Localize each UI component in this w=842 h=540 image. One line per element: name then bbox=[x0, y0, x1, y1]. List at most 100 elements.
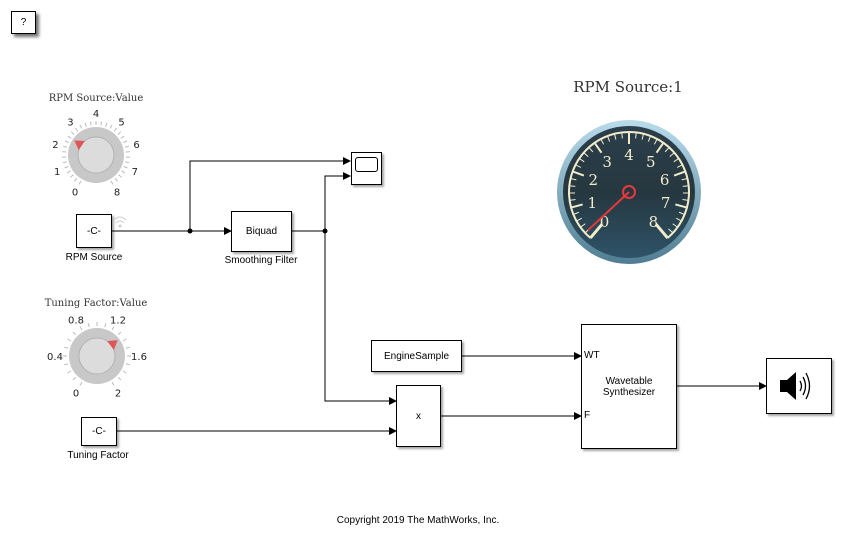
scope-block[interactable] bbox=[351, 152, 382, 185]
gauge-title: RPM Source:1 bbox=[573, 78, 683, 96]
gauge-tick bbox=[580, 223, 586, 228]
knob-tick bbox=[72, 376, 77, 381]
knob-tick bbox=[64, 140, 69, 144]
knob-tick-label: 0.8 bbox=[68, 316, 84, 327]
knob-tick bbox=[122, 338, 127, 342]
knob-tick bbox=[84, 122, 87, 127]
knob-tick-label: 0 bbox=[72, 187, 78, 198]
wavetable-line1: Wavetable bbox=[605, 375, 653, 387]
knob-tick bbox=[70, 174, 74, 178]
rpm-source-block[interactable]: -C- bbox=[76, 214, 112, 248]
knob-tick-label: 2 bbox=[115, 388, 121, 399]
gauge-tick bbox=[607, 135, 611, 142]
knob-tick bbox=[64, 166, 69, 169]
help-button[interactable]: ? bbox=[11, 11, 36, 34]
smoothing-filter-label: Smoothing Filter bbox=[224, 255, 298, 266]
knob-tick-label: 1.2 bbox=[110, 316, 126, 327]
gauge-tick bbox=[569, 185, 576, 187]
gauge-tick bbox=[673, 170, 686, 177]
knob-tick bbox=[63, 145, 68, 148]
gauge-tick bbox=[654, 223, 669, 239]
gauge-tick-label: 7 bbox=[661, 194, 671, 212]
knob-tick bbox=[120, 135, 125, 139]
knob-tick-label: 0.4 bbox=[47, 352, 63, 363]
gauge-tick bbox=[647, 135, 651, 142]
engine-sample-block[interactable]: EngineSample bbox=[371, 340, 462, 372]
gauge-tick bbox=[676, 164, 683, 168]
gauge-tick bbox=[675, 203, 688, 209]
gauge-tick bbox=[576, 217, 583, 222]
knob-tick bbox=[117, 131, 122, 135]
gauge-tick bbox=[583, 152, 589, 157]
branch-point bbox=[187, 228, 193, 234]
knob-tick bbox=[64, 363, 69, 366]
wavetable-line2: Synthesizer bbox=[602, 386, 656, 398]
knob-tick bbox=[79, 326, 83, 331]
knob-cap[interactable] bbox=[78, 337, 116, 375]
knob-tick bbox=[104, 323, 107, 328]
audio-device-writer-block[interactable] bbox=[766, 358, 832, 414]
product-content: x bbox=[416, 410, 421, 422]
knob-tick bbox=[66, 170, 71, 174]
knob-tick bbox=[72, 331, 77, 336]
copyright-text: Copyright 2019 The MathWorks, Inc. bbox=[336, 515, 500, 526]
knob-tick bbox=[122, 370, 127, 374]
gauge-tick bbox=[655, 142, 665, 154]
knob-tick-label: 3 bbox=[67, 118, 73, 129]
knob-tick bbox=[109, 124, 113, 129]
knob-tick bbox=[111, 326, 115, 331]
knob-tick bbox=[62, 161, 67, 164]
knob-tick bbox=[74, 127, 79, 132]
gauge-tick bbox=[672, 223, 678, 228]
gauge-tick-label: 1 bbox=[588, 194, 598, 212]
knob-tick bbox=[113, 127, 118, 132]
knob-pointer bbox=[107, 340, 118, 350]
gauge-tick bbox=[635, 132, 637, 139]
knob-tick-label: 8 bbox=[114, 187, 120, 198]
engine-sample-content: EngineSample bbox=[383, 350, 450, 362]
knob-tick-label: 2 bbox=[52, 140, 58, 151]
knob-cap[interactable] bbox=[77, 136, 115, 174]
wavetable-synthesizer-block[interactable]: Wavetable Synthesizer bbox=[581, 324, 677, 449]
rpm-knob-title: RPM Source:Value bbox=[48, 93, 144, 104]
gauge-tick bbox=[572, 170, 585, 177]
gauge-tick bbox=[569, 199, 576, 201]
gauge-tick bbox=[593, 142, 603, 154]
knob-tick bbox=[64, 346, 69, 349]
branch-point bbox=[322, 228, 328, 234]
biquad-block[interactable]: Biquad bbox=[231, 211, 292, 252]
knob-tick bbox=[124, 145, 129, 148]
gauge-tick-label: 5 bbox=[646, 153, 656, 171]
line-filter-to-scope bbox=[324, 172, 351, 231]
knob-tick bbox=[125, 363, 130, 366]
tuning-factor-block[interactable]: -C- bbox=[81, 417, 117, 446]
knob-tick bbox=[117, 331, 122, 336]
scope-icon bbox=[355, 157, 378, 172]
tuning-factor-label: Tuning Factor bbox=[67, 450, 129, 461]
gauge-hub bbox=[622, 185, 636, 199]
gauge-tick-label: 3 bbox=[602, 153, 612, 171]
gauge-tick bbox=[681, 178, 688, 181]
knob-tick bbox=[123, 166, 128, 169]
tuning-factor-content: -C- bbox=[92, 426, 106, 437]
knob-tick bbox=[67, 338, 72, 342]
product-block[interactable]: x bbox=[396, 385, 441, 447]
gauge-tick-label: 8 bbox=[649, 213, 659, 231]
gauge-tick-label: 2 bbox=[589, 171, 599, 189]
knob-tick bbox=[105, 122, 108, 127]
gauge-tick bbox=[588, 147, 594, 153]
knob-tick bbox=[70, 131, 75, 135]
gauge-tick bbox=[573, 211, 580, 215]
knob-tick bbox=[125, 161, 130, 164]
port-f: F bbox=[584, 410, 591, 421]
knob-tick bbox=[74, 177, 78, 182]
knob-tick bbox=[89, 121, 92, 126]
rpm-source-content: -C- bbox=[87, 225, 101, 237]
line-rpm-to-scope bbox=[189, 157, 351, 231]
gauge-tick bbox=[678, 211, 685, 215]
gauge-tick-label: 6 bbox=[660, 171, 670, 189]
knob-tick-label: 0 bbox=[73, 388, 79, 399]
